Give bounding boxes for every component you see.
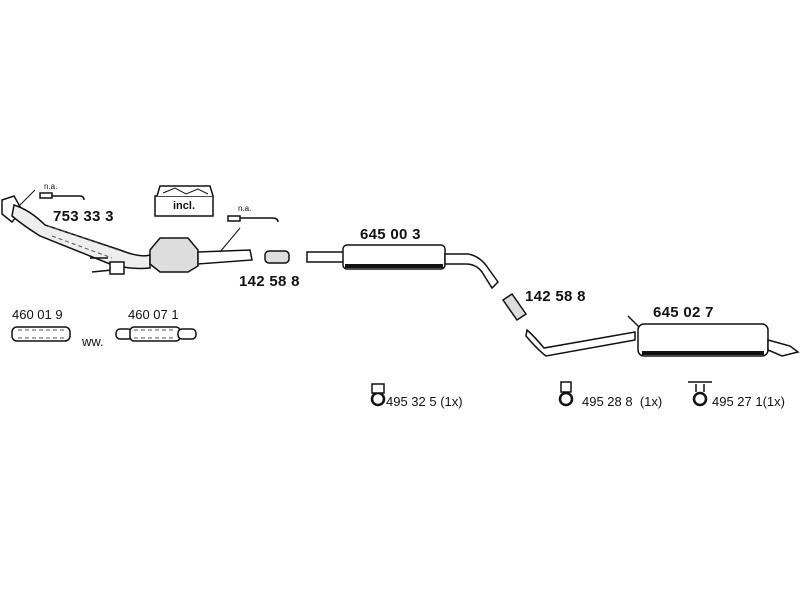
part-number-flex-pipe-2[interactable]: 460 07 1 — [128, 307, 179, 322]
part-number-connector-2[interactable]: 142 58 8 — [525, 288, 586, 305]
not-available-label: n.a. — [238, 204, 252, 213]
lambda-sensor-1 — [39, 192, 85, 201]
part-number-connector-1[interactable]: 142 58 8 — [239, 273, 300, 290]
part-number-middle-silencer[interactable]: 645 00 3 — [360, 226, 421, 243]
hanger-icon-1 — [370, 383, 386, 407]
flex-pipe-1 — [11, 326, 71, 342]
front-pipe — [11, 204, 151, 270]
part-number-rear-silencer[interactable]: 645 02 7 — [653, 304, 714, 321]
included-label: incl. — [173, 200, 196, 212]
hanger-label-2[interactable]: 495 28 8 (1x) — [582, 394, 663, 409]
hanger-label-3[interactable]: 495 27 1(1x) — [712, 394, 785, 409]
hanger-icon-2 — [558, 381, 574, 407]
connector-clamp-1 — [264, 250, 290, 264]
part-number-flex-pipe-1[interactable]: 460 01 9 — [12, 307, 63, 322]
catalytic-converter — [149, 237, 199, 273]
lambda-sensor-2 — [227, 215, 279, 223]
alternative-label: ww. — [82, 334, 104, 349]
not-available-label: n.a. — [44, 182, 58, 191]
connector-clamp-2 — [501, 292, 528, 322]
flex-pipe-2 — [115, 326, 197, 342]
hanger-label-1[interactable]: 495 32 5 (1x) — [386, 394, 463, 409]
hanger-icon-3 — [688, 381, 712, 407]
part-number-front-pipe[interactable]: 753 33 3 — [53, 208, 114, 225]
